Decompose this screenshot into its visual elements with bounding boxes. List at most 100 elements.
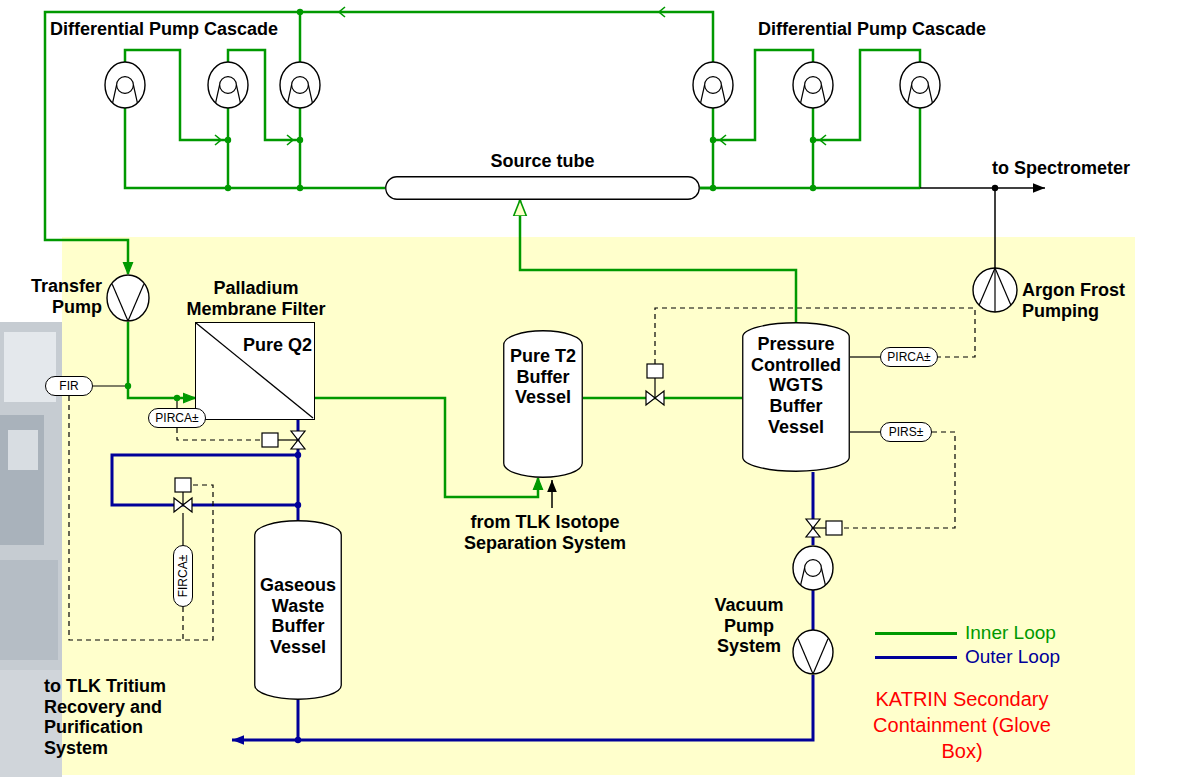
node-outline [385,176,700,200]
containment-fill [62,237,1135,775]
node-text: Vacuum Pump System [711,595,787,657]
pump-body [280,62,320,108]
buffer-vessel: Pure T2 Buffer Vessel [503,330,583,478]
pump-stroke [928,85,932,103]
valve-symbol [174,478,192,512]
text-slot: Gaseous Waste Buffer Vessel [258,575,338,658]
pump-rotor [705,77,722,94]
cascade-pump [105,62,145,108]
cascade-pump [693,62,733,108]
text-slot: Transfer Pump [22,276,102,317]
pump-body [107,275,149,321]
valve-symbol [262,431,305,449]
photo-backdrop [0,560,58,660]
node-text: FIR [46,377,92,395]
membrane-diagonal [196,323,313,418]
flow-chevron [659,7,665,17]
instrument-bubble: PIRCA± [880,347,938,367]
diagram-label: Argon Frost Pumping [1022,280,1142,321]
vacuum-pump-system: Vacuum Pump System [791,545,835,675]
valve-actuator [647,364,663,378]
containment-band: KATRIN Secondary Containment (Glove Box)… [62,237,1135,775]
text-slot: PIRCA± [149,409,205,427]
pipe-line [551,480,553,508]
pipe-line [919,108,922,188]
junction-dot [297,185,303,191]
pipe-line [994,188,996,268]
junction-dot [297,137,303,143]
node-text: PIRS± [881,423,931,441]
pipe-line [228,50,300,140]
valve-actuator [826,521,842,535]
label-slot: to Spectrometer [992,158,1162,179]
node-outline [106,274,150,322]
node-text: Pressure Controlled WGTS Buffer Vessel [746,334,846,437]
node-text: Source tube [365,151,720,172]
text-slot: FIRCA± [174,545,192,607]
pump-rotor [292,77,309,94]
node-text: FIRCA± [174,545,192,607]
pipe-connector [128,322,195,398]
cascade-pump [900,62,940,108]
legend-swatch [875,632,957,635]
text-slot: Pure Q2 [236,335,312,356]
pipe-line [299,12,302,62]
buffer-vessel: Pressure Controlled WGTS Buffer Vessel [742,322,850,472]
pipe-line [920,187,1045,189]
pipe-line [297,700,300,740]
valve-actuator [262,433,278,447]
pump-stroke [236,85,240,103]
text-slot: Vacuum Pump System [711,595,787,657]
signal-line [182,607,183,640]
pump-stroke [801,85,805,103]
membrane-filter: Palladium Membrane FilterPure Q2 [195,322,315,420]
pipe-connector [45,12,713,274]
junction-dot [992,185,998,191]
instrument-bubble: PIRS± [880,422,932,442]
flow-chevron [720,135,726,145]
valve-symbol [646,364,664,405]
source-tube: Source tube [385,176,700,200]
pump-body [973,268,1017,312]
junction-dot [810,137,816,143]
node-text: KATRIN Secondary Containment (Glove Box) [862,686,1062,764]
node-text: Palladium Membrane Filter [171,278,341,319]
pump-body [793,630,833,674]
vessel-body [504,331,583,478]
pump-rotor [912,77,929,94]
pump-stroke [813,639,828,674]
legend-text: Inner Loop [965,622,1125,644]
instrument-bubble: FIR [45,376,93,396]
valve-body [646,391,664,405]
node-text: Transfer Pump [22,276,102,317]
text-slot: Source tube [365,151,720,172]
pump-body [793,62,833,108]
valve-symbol [806,519,842,537]
pump-stroke [801,568,805,585]
tube-body [386,177,700,200]
pipe-line [125,108,385,188]
cascade-pump [208,62,248,108]
valve-body [174,498,192,512]
legend-slot: Inner Loop [965,622,1125,644]
pipe-connector [850,356,880,357]
pump-stroke [128,284,144,321]
junction-dot [810,185,816,191]
node-text: Pure T2 Buffer Vessel [506,346,580,408]
vessel-body [743,323,850,472]
label-slot: from TLK Isotope Separation System [455,512,635,553]
junction-dot [295,737,301,743]
pump-stroke [821,568,825,585]
pump-stroke [798,639,813,674]
diagram-label: to TLK Tritium Recovery and Purification… [44,676,204,759]
label-slot: Differential Pump Cascade [50,19,350,40]
pump-body [900,62,940,108]
text-slot: Pure T2 Buffer Vessel [506,346,580,408]
diagram-label: Differential Pump Cascade [50,19,350,40]
text-slot: KATRIN Secondary Containment (Glove Box) [862,686,1062,764]
flow-chevron [820,135,826,145]
diagram-label: from TLK Isotope Separation System [455,512,635,553]
argon-frost-pump [973,268,1017,312]
legend-text: Outer Loop [965,646,1125,668]
pump-stroke [908,85,912,103]
